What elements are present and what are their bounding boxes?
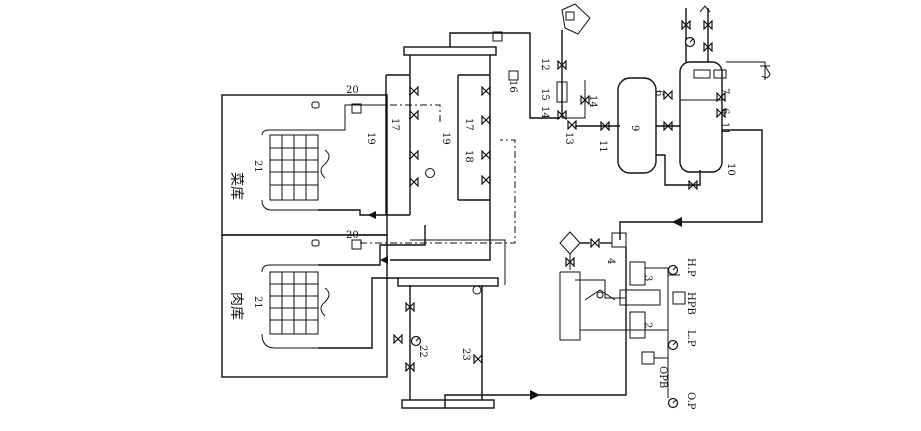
valve [409, 110, 419, 120]
label-19-right: 19 [440, 132, 451, 145]
valve [481, 86, 491, 96]
label-11-right: 11 [719, 122, 730, 135]
fan-icon [320, 149, 330, 179]
flow-arrow [672, 217, 682, 227]
valve [393, 334, 403, 344]
label-4: 4 [605, 258, 616, 264]
heat-exchanger-upper [403, 46, 497, 215]
label-11-left: 11 [597, 140, 608, 153]
pressure-gauge-lp [667, 339, 679, 351]
room-label-meat: 肉库 [228, 292, 244, 320]
flow-arrow [380, 256, 388, 264]
label-13: 13 [563, 132, 574, 145]
label-19-left: 19 [365, 132, 376, 145]
room-label-vegetable: 菜库 [228, 172, 244, 200]
label-23: 23 [460, 348, 471, 361]
compressor-unit [559, 231, 660, 341]
label-20-upper: 20 [346, 85, 359, 96]
pressure-gauge-hp [667, 264, 679, 276]
valve [481, 115, 491, 125]
valve [481, 175, 491, 185]
label-14-right: 14 [587, 95, 598, 108]
pressure-switch-hpb [672, 291, 686, 305]
expansion-valve-20-upper [351, 103, 362, 114]
valve [663, 90, 673, 100]
valve [473, 354, 483, 364]
expansion-valve-20-lower [351, 239, 362, 250]
label-op: O.P [685, 392, 696, 410]
label-21-lower: 21 [252, 296, 263, 309]
label-3: 3 [642, 275, 653, 281]
label-6-left: 6 [653, 90, 664, 96]
label-17-left: 17 [389, 118, 400, 131]
label-21-upper: 21 [252, 160, 263, 173]
label-22: 22 [417, 345, 428, 358]
filter-drier-assembly [556, 3, 591, 130]
sight-glass [425, 168, 435, 178]
valve [409, 177, 419, 187]
label-lp: L.P [685, 330, 696, 347]
flow-arrow [368, 211, 376, 219]
label-opb: OPB [657, 366, 668, 388]
evaporator-coil-vegetable [261, 129, 330, 211]
cold-room-vegetable: 菜库 [221, 94, 388, 236]
pressure-gauge [684, 36, 696, 48]
heat-exchanger-lower [397, 277, 499, 409]
label-15: 15 [539, 88, 550, 101]
valve [409, 150, 419, 160]
pressure-gauge-op [667, 397, 679, 409]
evaporator-coil-meat [261, 264, 330, 349]
label-7: 7 [719, 88, 730, 94]
label-hp: H.P [685, 258, 696, 277]
label-17-right: 17 [463, 118, 474, 131]
valve [409, 86, 419, 96]
pressure-switch-opb [641, 351, 655, 365]
fan-icon [320, 287, 330, 317]
label-16: 16 [507, 80, 518, 93]
label-hpb: HPB [685, 292, 696, 315]
valve [481, 150, 491, 160]
receiver-10 [679, 61, 723, 173]
label-10: 10 [725, 163, 736, 176]
label-18: 18 [463, 150, 474, 163]
label-2: 2 [642, 322, 653, 328]
label-9: 9 [629, 125, 640, 131]
flow-arrow [530, 390, 540, 400]
label-20-lower: 20 [346, 230, 359, 241]
cold-room-meat: 肉库 [221, 234, 388, 378]
label-12: 12 [539, 58, 550, 71]
label-14-left: 14 [539, 106, 550, 119]
